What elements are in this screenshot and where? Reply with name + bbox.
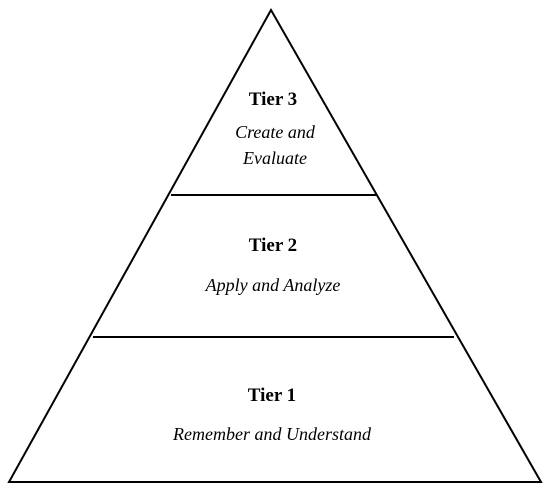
tier-3-description-line-2: Evaluate <box>242 148 307 168</box>
tier-3-title: Tier 3 <box>249 89 297 110</box>
tier-1: Tier 1 Remember and Understand <box>172 385 372 444</box>
tier-2: Tier 2 Apply and Analyze <box>205 235 341 295</box>
tier-3-description-line-1: Create and <box>235 122 316 142</box>
tier-1-title: Tier 1 <box>248 385 296 406</box>
tier-1-description: Remember and Understand <box>172 424 372 444</box>
tier-2-title: Tier 2 <box>249 235 297 256</box>
tier-2-description: Apply and Analyze <box>205 275 341 295</box>
tier-3: Tier 3 Create and Evaluate <box>235 89 316 168</box>
pyramid-outline <box>7 7 543 483</box>
